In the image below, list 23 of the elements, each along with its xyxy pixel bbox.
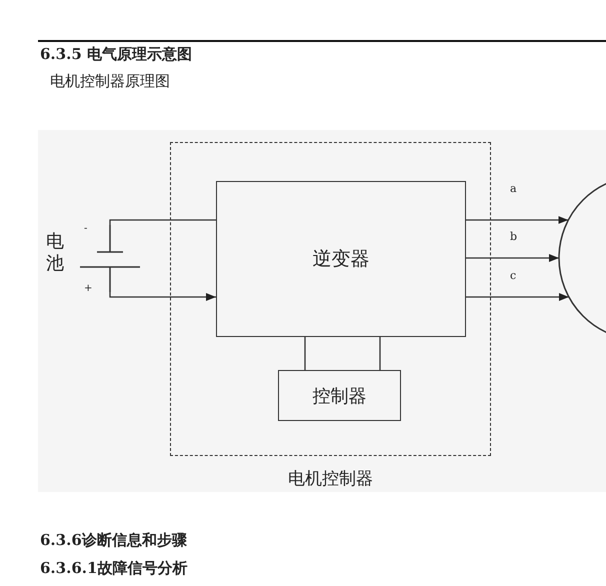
arrow	[466, 216, 568, 224]
terminal-label: +	[84, 283, 92, 295]
controller-box	[278, 370, 401, 421]
arrow	[466, 293, 569, 301]
battery-label: 电池	[45, 231, 65, 275]
terminal-label: -	[84, 223, 88, 235]
box-label: 控制器	[312, 384, 366, 408]
section-heading: 6.3.6.1故障信号分析	[40, 559, 188, 578]
arrow	[466, 254, 559, 262]
subheading: 电机控制器原理图	[50, 72, 170, 91]
arrow	[109, 292, 216, 301]
edge-label: c	[510, 269, 516, 282]
connector-line	[304, 337, 306, 370]
edge-label: b	[510, 230, 518, 243]
section-heading: 6.3.6诊断信息和步骤	[40, 531, 187, 550]
inverter-box	[216, 181, 466, 337]
connector-line	[109, 219, 216, 225]
edge-label: a	[510, 182, 517, 195]
connector-line	[379, 337, 381, 370]
battery-symbol	[44, 225, 140, 292]
group-title: 电机控制器	[287, 468, 374, 490]
box-label: 逆变器	[312, 247, 370, 272]
section-heading: 6.3.5 电气原理示意图	[40, 45, 192, 64]
